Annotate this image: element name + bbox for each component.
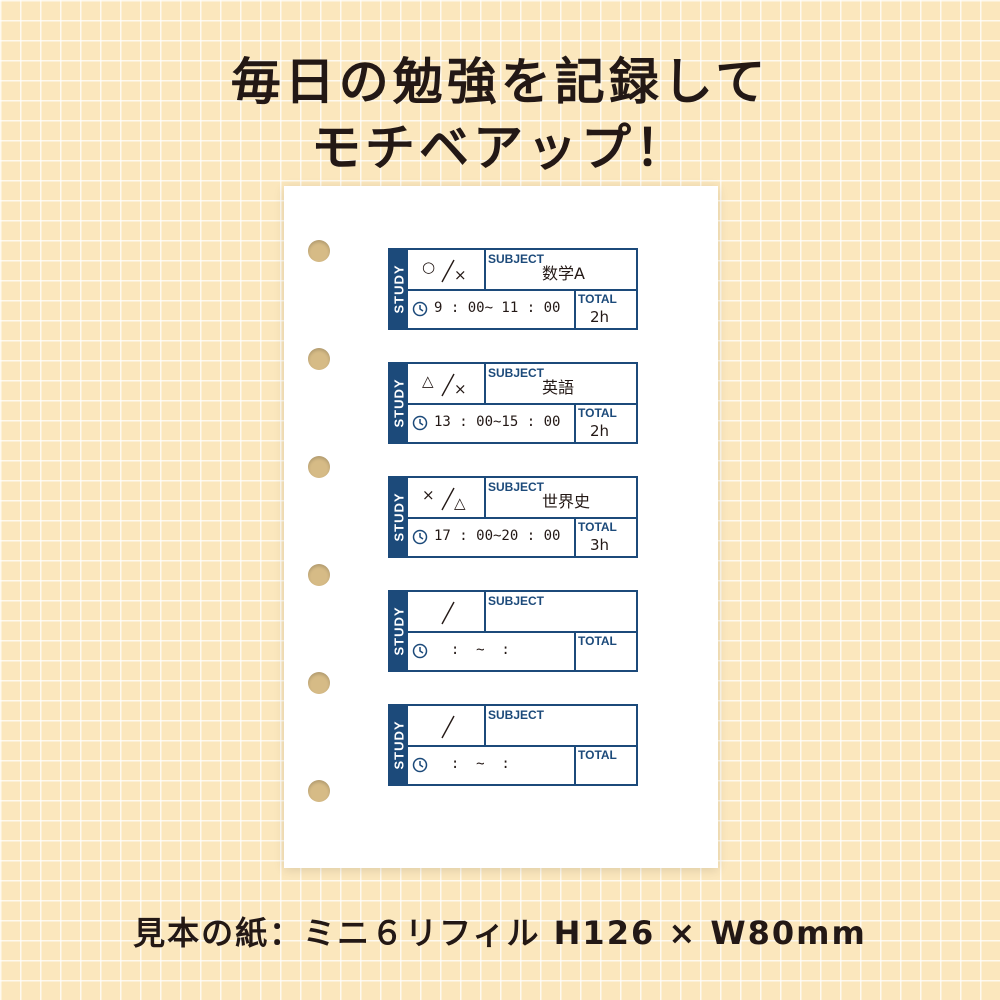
total-value: 3h	[590, 536, 610, 554]
time-range: 9 : 00~ 11 : 00	[434, 300, 561, 316]
total-label: TOTAL	[578, 292, 617, 306]
subject-label: SUBJECT	[488, 366, 545, 380]
time-range: : ~ :	[434, 642, 510, 658]
study-tab: STUDY	[390, 478, 408, 556]
study-tab: STUDY	[390, 592, 408, 670]
headline-line-1: 毎日の勉強を記録して	[230, 53, 770, 111]
time-range: : ~ :	[434, 756, 510, 772]
self-evaluation: × △	[412, 482, 482, 514]
evaluation-after: ×	[454, 380, 467, 398]
self-evaluation: △ ×	[412, 368, 482, 400]
evaluation-before: ○	[422, 258, 436, 276]
study-tab: STUDY	[390, 250, 408, 328]
total-label: TOTAL	[578, 748, 617, 762]
headline-line-2: モチベアップ！	[311, 119, 689, 177]
subject-value: 数学A	[542, 264, 585, 283]
subject-label: SUBJECT	[488, 252, 545, 266]
self-evaluation	[412, 596, 482, 628]
study-tab-label: STUDY	[391, 264, 407, 314]
total-value: 2h	[590, 422, 610, 440]
total-label: TOTAL	[578, 406, 617, 420]
self-evaluation: ○ ×	[412, 254, 482, 286]
binder-hole	[308, 240, 330, 262]
subject-label: SUBJECT	[488, 708, 545, 722]
study-tab-label: STUDY	[391, 492, 407, 542]
self-evaluation	[412, 710, 482, 742]
study-tab: STUDY	[390, 706, 408, 784]
clock-icon	[412, 301, 428, 317]
binder-hole	[308, 564, 330, 586]
binder-hole	[308, 456, 330, 478]
total-label: TOTAL	[578, 520, 617, 534]
evaluation-after: △	[454, 494, 466, 512]
evaluation-before: ×	[422, 486, 435, 504]
binder-hole	[308, 780, 330, 802]
clock-icon	[412, 415, 428, 431]
evaluation-before: △	[422, 372, 434, 390]
study-card: STUDY × △ SUBJECT 世界史 17 : 00~20 : 00 TO…	[388, 476, 638, 558]
total-value: 2h	[590, 308, 610, 326]
study-tab-label: STUDY	[391, 606, 407, 656]
refill-sheet: STUDY ○ × SUBJECT 数学A 9 : 00~ 11 : 00 TO…	[284, 186, 718, 868]
subject-label: SUBJECT	[488, 480, 545, 494]
paper-spec-caption: 見本の紙：ミニ６リフィル H126 × W80mm	[133, 914, 867, 952]
clock-icon	[412, 757, 428, 773]
time-range: 13 : 00~15 : 00	[434, 414, 561, 430]
subject-label: SUBJECT	[488, 594, 545, 608]
study-tab: STUDY	[390, 364, 408, 442]
study-tab-label: STUDY	[391, 720, 407, 770]
time-range: 17 : 00~20 : 00	[434, 528, 561, 544]
study-card: STUDY ○ × SUBJECT 数学A 9 : 00~ 11 : 00 TO…	[388, 248, 638, 330]
study-tab-label: STUDY	[391, 378, 407, 428]
subject-value: 世界史	[542, 492, 591, 511]
study-card: STUDY SUBJECT : ~ : TOTAL	[388, 704, 638, 786]
total-label: TOTAL	[578, 634, 617, 648]
study-card: STUDY △ × SUBJECT 英語 13 : 00~15 : 00 TOT…	[388, 362, 638, 444]
evaluation-after: ×	[454, 266, 467, 284]
clock-icon	[412, 529, 428, 545]
subject-value: 英語	[542, 378, 575, 397]
binder-hole	[308, 672, 330, 694]
study-card: STUDY SUBJECT : ~ : TOTAL	[388, 590, 638, 672]
binder-hole	[308, 348, 330, 370]
clock-icon	[412, 643, 428, 659]
